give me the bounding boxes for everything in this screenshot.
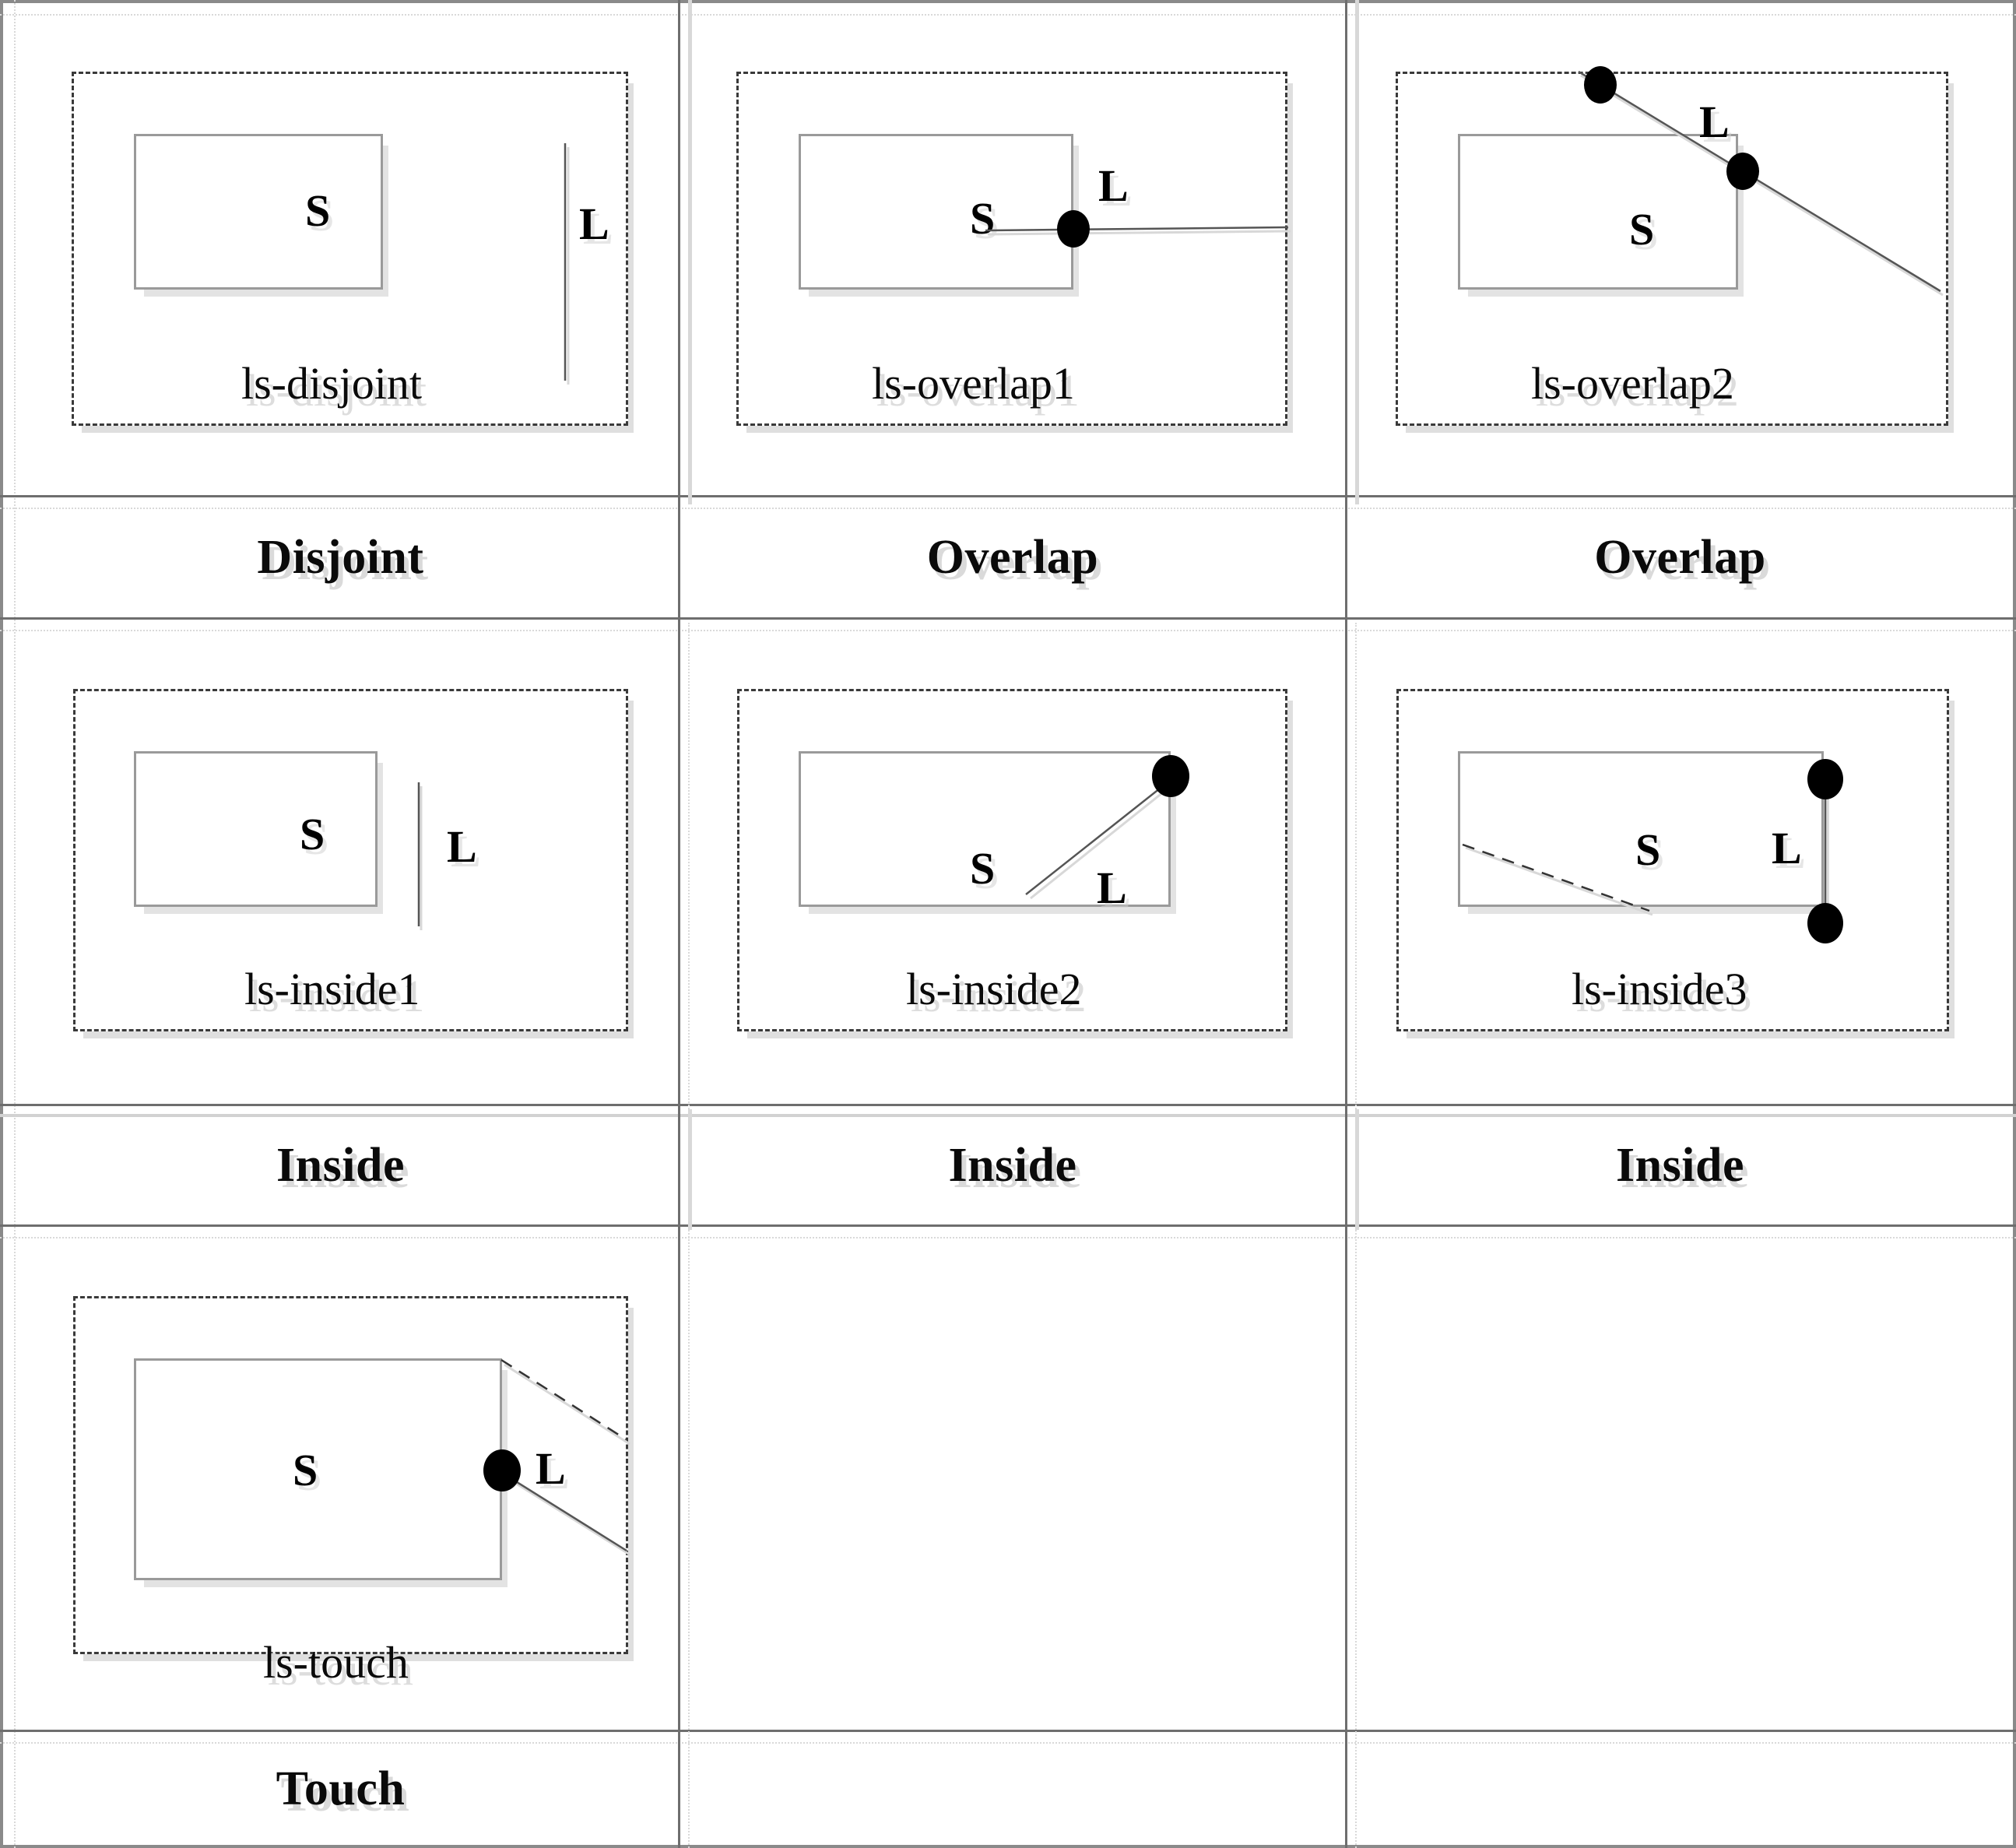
line-symbol-label: L — [447, 821, 477, 872]
grid-line-v-1b — [678, 495, 680, 617]
grid-line-h-2-shadow — [0, 630, 2016, 631]
grid-line-v-1e-shadow — [688, 1230, 690, 1848]
diagram-name-label: ls-overlap1 — [872, 358, 1075, 409]
surface-symbol-label: S — [305, 185, 331, 236]
relation-label: Overlap — [926, 530, 1099, 584]
diagram-cell-ls-overlap2[interactable]: S L ls-overlap2 — [1347, 3, 2013, 495]
grid-line-v-2b — [1345, 495, 1347, 617]
envelope-box — [736, 72, 1287, 426]
grid-line-h-5-shadow — [0, 1742, 2016, 1744]
envelope-box — [737, 689, 1287, 1031]
diagram-name-label: ls-overlap2 — [1531, 358, 1734, 409]
line-symbol-label: L — [579, 199, 609, 249]
grid-line-v-2c-shadow — [1355, 623, 1357, 1109]
surface-rect — [799, 134, 1073, 290]
envelope-box — [72, 72, 628, 426]
grid-line-v-2a — [1345, 0, 1347, 495]
relation-label-cell-2-1 — [680, 1733, 1345, 1845]
surface-symbol-label: S — [970, 193, 996, 244]
relation-label-cell-1-1: Inside — [680, 1107, 1345, 1224]
grid-line-h-1 — [0, 495, 2016, 497]
guide-dotted-top — [0, 14, 2016, 16]
surface-symbol-label: S — [300, 809, 325, 859]
table-border-right — [2013, 0, 2016, 1848]
diagram-cell-ls-overlap1[interactable]: S L ls-overlap1 — [680, 3, 1345, 495]
relation-label: Touch — [276, 1762, 406, 1815]
relation-label-cell-2-2 — [1347, 1733, 2013, 1845]
relation-label-cell-2-0: Touch — [3, 1733, 678, 1845]
diagram-name-label: ls-inside1 — [244, 964, 420, 1014]
diagram-cell-ls-inside1[interactable]: S L ls-inside1 — [3, 620, 678, 1103]
diagram-name-label: ls-inside2 — [906, 964, 1082, 1014]
diagram-name-label: ls-disjoint — [241, 358, 423, 409]
relation-label: Overlap — [1594, 530, 1766, 584]
grid-line-v-1e — [678, 1224, 680, 1848]
grid-line-h-1-shadow — [0, 508, 2016, 509]
diagram-name-label: ls-touch — [263, 1637, 409, 1688]
grid-line-v-1c-shadow — [688, 623, 690, 1109]
surface-rect — [134, 134, 383, 290]
line-symbol-label: L — [1097, 863, 1127, 913]
surface-symbol-label: S — [1629, 204, 1655, 255]
grid-line-v-2e-shadow — [1355, 1230, 1357, 1848]
grid-line-h-4-shadow — [0, 1237, 2016, 1238]
surface-rect — [134, 751, 378, 907]
grid-line-v-1d — [678, 1104, 680, 1224]
diagram-cell-empty-r2c3 — [1347, 1228, 2013, 1729]
relation-label-cell-1-2: Inside — [1347, 1107, 2013, 1224]
line-symbol-label: L — [1699, 97, 1730, 147]
grid-line-h-3-shadow — [0, 1114, 2016, 1117]
grid-line-v-2e — [1345, 1224, 1347, 1848]
envelope-box — [1396, 689, 1949, 1031]
diagram-cell-empty-r2c2 — [680, 1228, 1345, 1729]
diagram-cell-ls-touch[interactable]: S L ls-touch — [3, 1228, 678, 1729]
grid-line-v-2d-shadow — [1355, 1109, 1359, 1230]
relation-label: Inside — [1616, 1138, 1744, 1192]
table-border-top — [0, 0, 2016, 3]
diagram-cell-ls-inside3[interactable]: S L ls-inside3 — [1347, 620, 2013, 1103]
guide-dotted-left — [14, 0, 16, 1848]
surface-rect — [134, 1358, 502, 1580]
grid-line-v-1d-shadow — [688, 1109, 692, 1230]
relation-label: Inside — [276, 1138, 405, 1192]
relation-label-cell-0-0: Disjoint — [3, 498, 678, 617]
diagram-name-label: ls-inside3 — [1572, 964, 1747, 1014]
diagram-cell-ls-disjoint[interactable]: S L ls-disjoint — [3, 3, 678, 495]
grid-line-v-1a-shadow — [688, 0, 692, 504]
grid-line-v-1c — [678, 617, 680, 1104]
grid-line-h-5 — [0, 1730, 2016, 1732]
line-symbol-label: L — [1098, 160, 1129, 211]
surface-rect — [1458, 134, 1738, 290]
envelope-box — [73, 689, 628, 1031]
grid-line-v-2c — [1345, 617, 1347, 1104]
table-border-bottom — [0, 1845, 2016, 1848]
relation-label: Inside — [948, 1138, 1077, 1192]
grid-line-v-1a — [678, 0, 680, 495]
grid-line-v-2a-shadow — [1355, 0, 1359, 504]
relation-label-cell-0-2: Overlap — [1347, 498, 2013, 617]
surface-symbol-label: S — [1635, 824, 1661, 875]
table-border-left — [0, 0, 3, 1848]
diagram-cell-ls-inside2[interactable]: S L ls-inside2 — [680, 620, 1345, 1103]
line-symbol-label: L — [1772, 823, 1802, 873]
relation-label-cell-0-1: Overlap — [680, 498, 1345, 617]
relation-label: Disjoint — [257, 530, 424, 584]
grid-line-h-2 — [0, 617, 2016, 620]
relation-label-cell-1-0: Inside — [3, 1107, 678, 1224]
grid-line-h-3 — [0, 1104, 2016, 1106]
grid-line-h-4 — [0, 1224, 2016, 1227]
line-symbol-label: L — [536, 1443, 566, 1494]
surface-symbol-label: S — [970, 843, 996, 894]
grid-line-v-2d — [1345, 1104, 1347, 1224]
surface-symbol-label: S — [293, 1445, 318, 1495]
